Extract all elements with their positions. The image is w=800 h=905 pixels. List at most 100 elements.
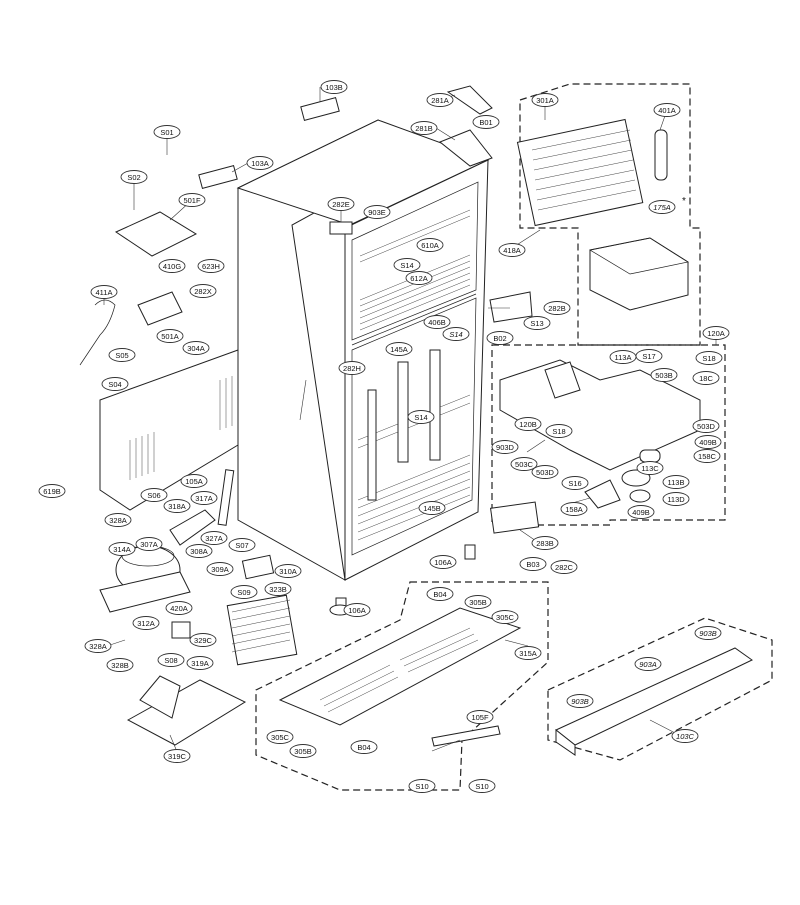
base-plate-vents: [319, 627, 479, 713]
part-label: S14: [442, 327, 470, 341]
part-label-text: S14: [400, 261, 413, 270]
part-label-text: 281B: [415, 124, 433, 133]
part-label-text: 103B: [325, 83, 343, 92]
part-label: 411A: [90, 285, 118, 299]
part-label-oval: [464, 595, 492, 609]
evaporator: [516, 118, 689, 311]
part-label-oval: [498, 243, 526, 257]
part-label-oval: [363, 205, 391, 219]
part-label-oval: [635, 349, 663, 363]
part-label: 612A: [405, 271, 433, 285]
part-label-oval: [408, 779, 436, 793]
part-label: S18: [695, 351, 723, 365]
part-label-text: 327A: [205, 534, 223, 543]
part-label: 328A: [104, 513, 132, 527]
part-label-oval: [648, 200, 676, 214]
cap-103a: [198, 164, 238, 190]
part-label-oval: [120, 170, 148, 184]
part-label-text: 301A: [536, 96, 554, 105]
part-label: 623H: [197, 259, 225, 273]
group-outlines: [255, 83, 773, 791]
part-label-text: 307A: [140, 540, 158, 549]
part-label-text: 305B: [294, 747, 312, 756]
part-label: 409B: [627, 505, 655, 519]
part-label-text: 503D: [536, 468, 555, 477]
part-label-text: S14: [414, 413, 427, 422]
part-label-text: 319C: [168, 752, 187, 761]
bracket-317a: [169, 509, 216, 546]
part-label: 409B: [694, 435, 722, 449]
part-label-text: 106A: [434, 558, 452, 567]
part-label-text: 282C: [555, 563, 574, 572]
part-label-text: 105F: [471, 713, 489, 722]
part-label-oval: [132, 616, 160, 630]
part-label-oval: [442, 327, 470, 341]
part-label-text: 308A: [190, 547, 208, 556]
part-label-oval: [206, 562, 234, 576]
part-label: S14: [393, 258, 421, 272]
part-label-oval: [662, 492, 690, 506]
part-label-oval: [185, 544, 213, 558]
part-label-text: S08: [164, 656, 177, 665]
part-label-oval: [266, 730, 294, 744]
part-label: 105F: [466, 710, 494, 724]
lower-cover-group-outline: [547, 617, 773, 761]
part-label-oval: [163, 499, 191, 513]
part-label: 503C: [510, 457, 538, 471]
part-label-text: 329C: [194, 636, 213, 645]
part-label: 610A: [416, 238, 444, 252]
part-label: S18: [545, 424, 573, 438]
part-label-oval: [662, 475, 690, 489]
tube-105a: [217, 469, 235, 526]
part-label-oval: [560, 502, 588, 516]
part-label-oval: [423, 315, 451, 329]
part-label-text: 903B: [571, 697, 589, 706]
part-label-text: B04: [433, 590, 446, 599]
part-label-oval: [523, 316, 551, 330]
part-label: S14: [407, 410, 435, 424]
part-label-text: S02: [127, 173, 140, 182]
part-label-oval: [108, 542, 136, 556]
part-label-text: S01: [160, 128, 173, 137]
part-label-text: 612A: [410, 274, 428, 283]
part-label: 281B: [410, 121, 438, 135]
part-label: S06: [140, 488, 168, 502]
part-label-oval: [393, 258, 421, 272]
part-label-oval: [200, 531, 228, 545]
part-label-text: 328A: [109, 516, 127, 525]
part-label-oval: [410, 121, 438, 135]
part-label-text: 409B: [699, 438, 717, 447]
part-label: 501A: [156, 329, 184, 343]
back-cover-vents: [129, 376, 233, 480]
part-label-oval: [407, 410, 435, 424]
part-label-text: 145B: [423, 504, 441, 513]
part-label: S16: [561, 476, 589, 490]
part-label-text: B03: [526, 560, 539, 569]
part-label: 903A: [634, 657, 662, 671]
part-label: 145B: [418, 501, 446, 515]
part-label: S05: [108, 348, 136, 362]
part-label-text: 503D: [697, 422, 716, 431]
part-label-text: S13: [530, 319, 543, 328]
damper-283b: [489, 501, 540, 534]
part-label: 308A: [185, 544, 213, 558]
divider: [351, 293, 477, 346]
part-label-oval: [350, 740, 378, 754]
part-label: S01: [153, 125, 181, 139]
part-label-oval: [545, 424, 573, 438]
part-label-oval: [157, 653, 185, 667]
part-label-oval: [702, 326, 730, 340]
part-label-text: 282H: [343, 364, 361, 373]
part-label: 312A: [132, 616, 160, 630]
part-label-oval: [104, 513, 132, 527]
part-label: 410G: [158, 259, 186, 273]
defrost-heater-401a: [654, 129, 668, 181]
part-label: 18C: [692, 371, 720, 385]
part-label-oval: [327, 197, 355, 211]
part-label-oval: [636, 461, 664, 475]
part-label-oval: [466, 710, 494, 724]
part-label: 327A: [200, 531, 228, 545]
part-label-text: S09: [237, 588, 250, 597]
part-label: 319A: [186, 656, 214, 670]
